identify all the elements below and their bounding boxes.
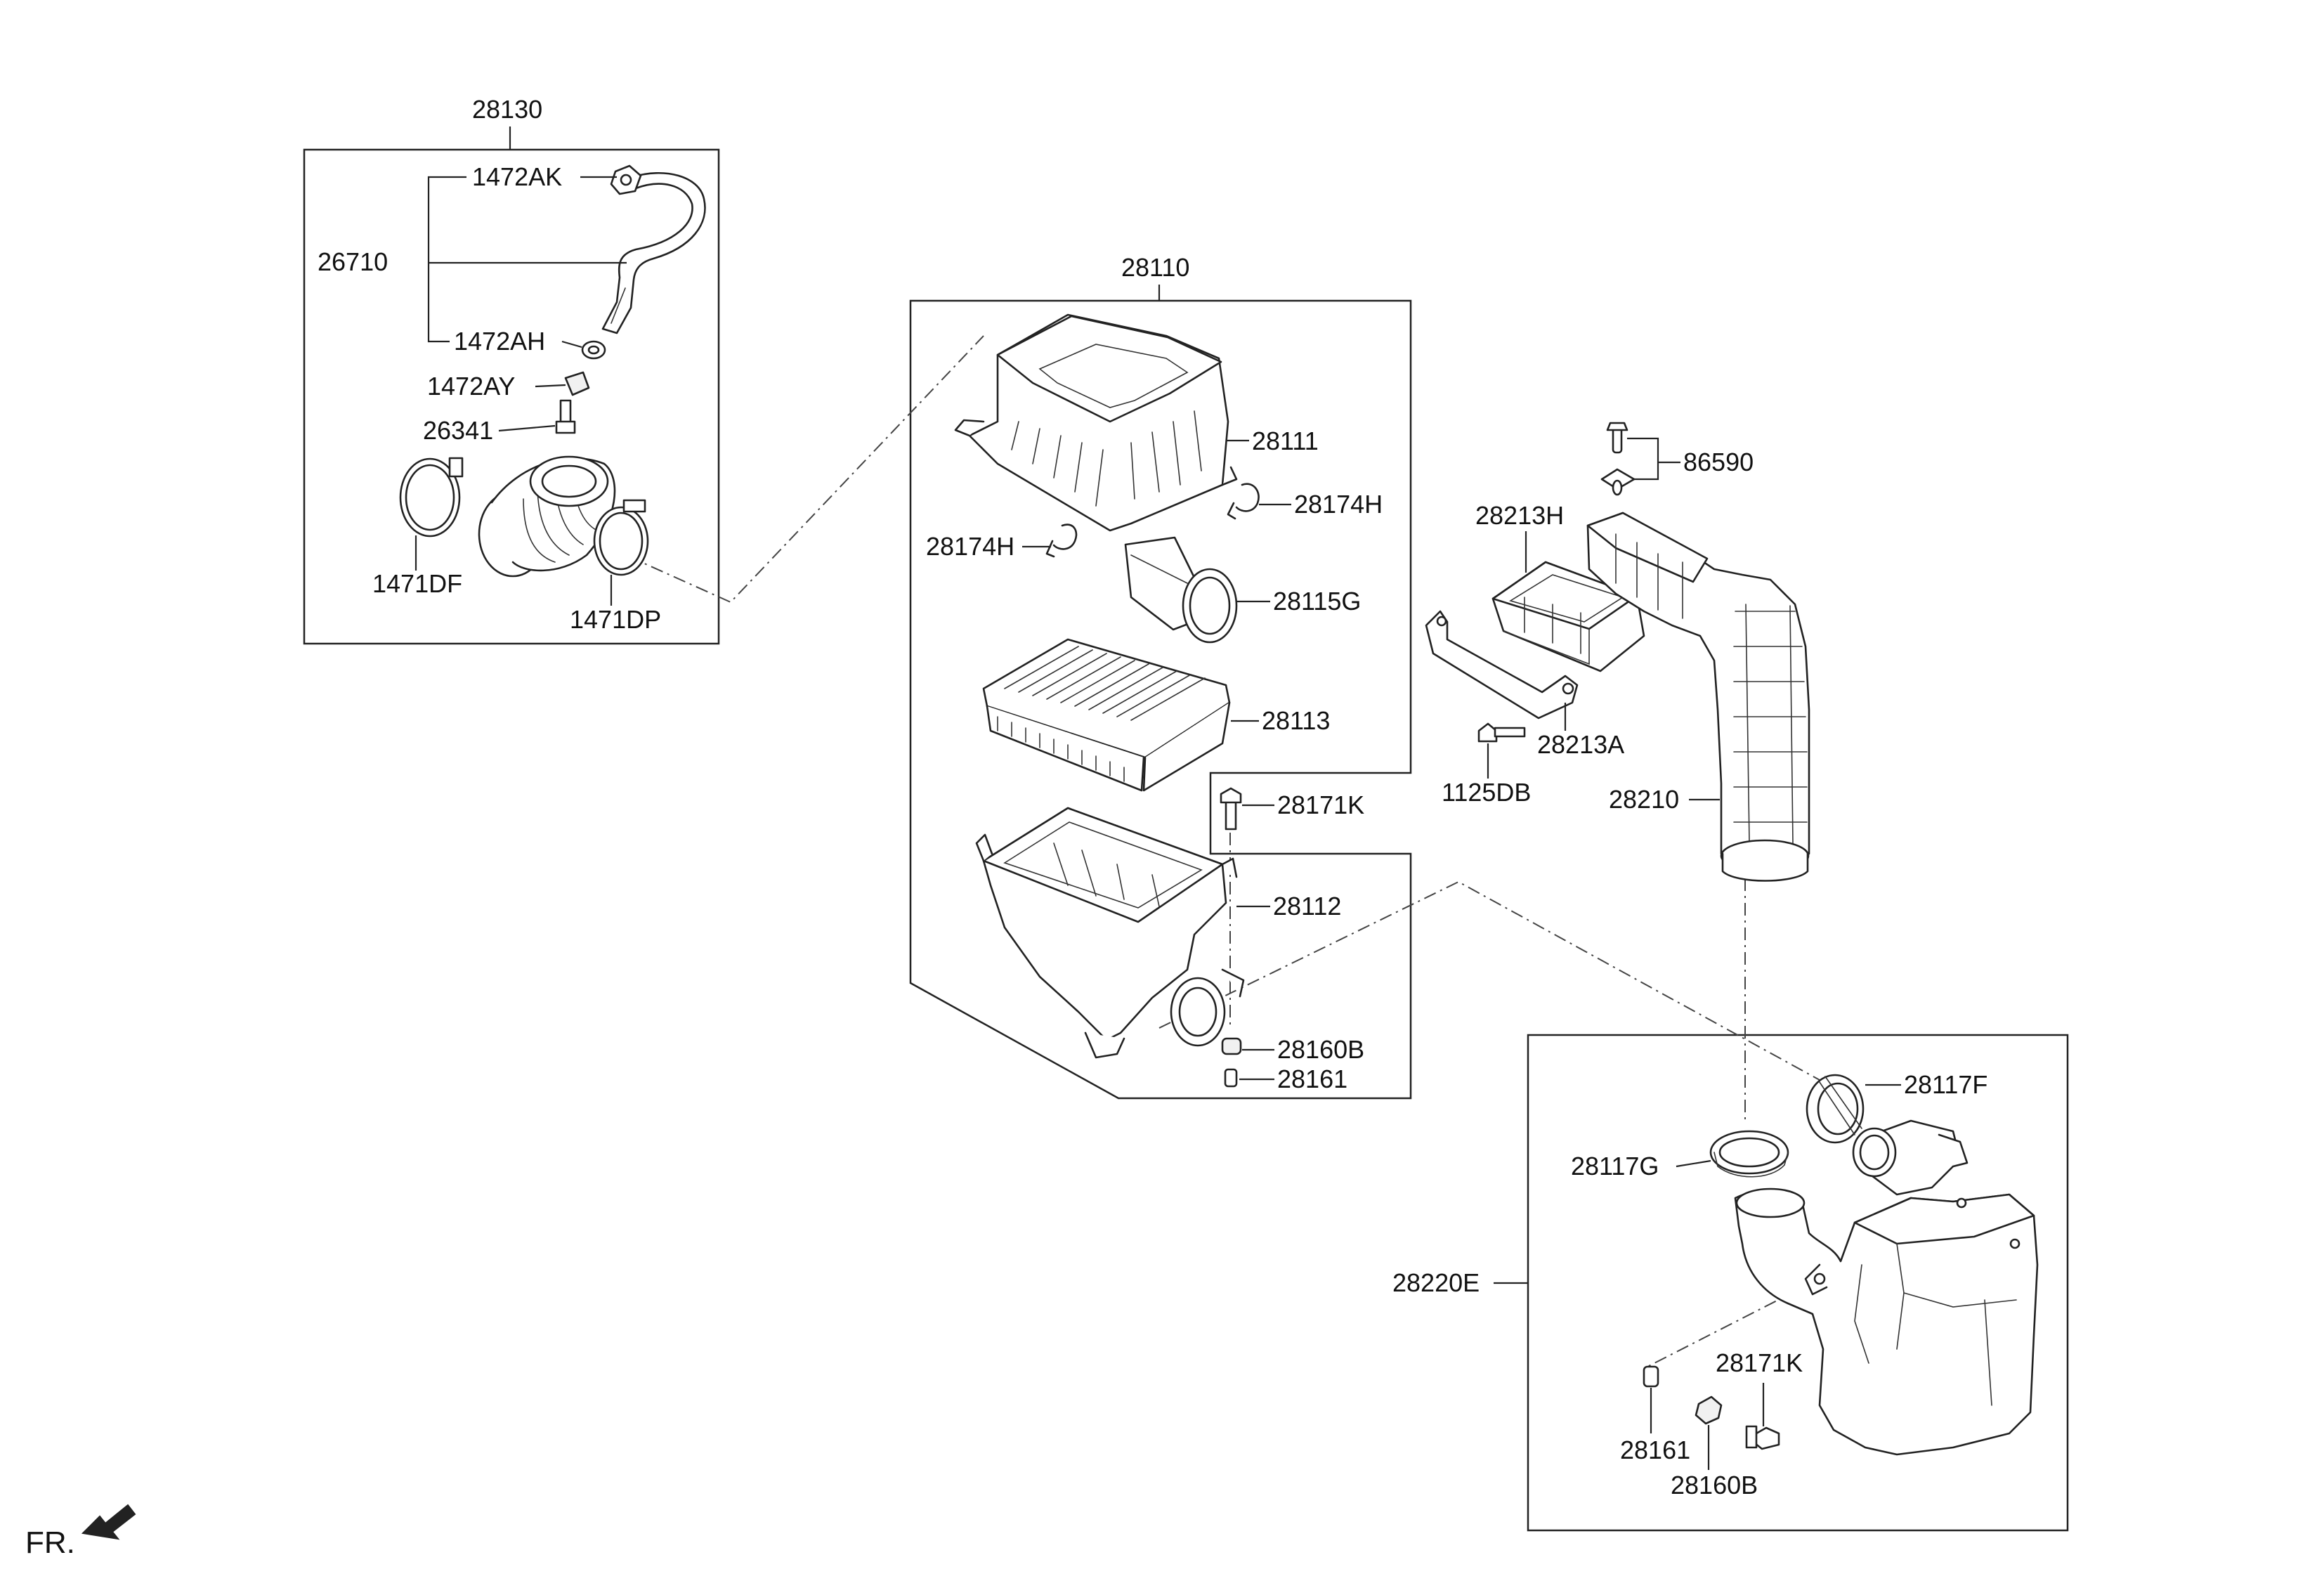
callout-28161-upper: 28161: [1239, 1065, 1347, 1093]
hose-clip-1472ah: [581, 340, 606, 360]
callout-28115g: 28115G: [1236, 587, 1361, 616]
callout-28210: 28210: [1609, 785, 1720, 814]
svg-text:FR.: FR.: [25, 1525, 75, 1560]
svg-text:26341: 26341: [423, 416, 493, 445]
callout-28161-lower: 28161: [1620, 1388, 1690, 1464]
svg-text:1471DP: 1471DP: [570, 605, 661, 634]
seal-ring-28117g: [1709, 1130, 1789, 1178]
seal-ring-28117f: [1806, 1074, 1865, 1144]
callout-28160b-upper: 28160B: [1242, 1035, 1364, 1064]
svg-text:28171K: 28171K: [1716, 1348, 1803, 1377]
bolt-1125db: [1477, 722, 1526, 743]
svg-text:26710: 26710: [318, 247, 388, 276]
hose-clamp-1471dp: [593, 499, 649, 576]
svg-text:28213A: 28213A: [1537, 730, 1624, 759]
air-cleaner-body-28112: [975, 807, 1245, 1059]
callout-28174h-left: 28174H: [926, 532, 1051, 561]
group-box-28130: [303, 148, 720, 645]
grommet-1472ay: [564, 371, 590, 396]
callout-86590: 86590: [1627, 437, 1754, 481]
intake-hose: [478, 455, 616, 578]
svg-text:28111: 28111: [1252, 427, 1319, 455]
callout-28160b-lower: 28160B: [1671, 1425, 1758, 1499]
callout-26710: 26710: [318, 176, 627, 343]
grommet-28160b-lower: [1695, 1395, 1723, 1425]
svg-text:28113: 28113: [1262, 706, 1330, 735]
svg-text:1472AK: 1472AK: [472, 162, 562, 191]
clip-28174h-left: [1045, 523, 1078, 558]
callout-1472ak: 1472AK: [472, 162, 617, 191]
svg-text:28174H: 28174H: [926, 532, 1014, 561]
assembly-lines: [628, 335, 1834, 1367]
callout-28213a: 28213A: [1537, 703, 1624, 759]
svg-text:1472AY: 1472AY: [427, 372, 515, 401]
callout-28113: 28113: [1231, 706, 1330, 735]
bolt-28171k-upper: [1220, 787, 1242, 831]
duct-28213h: [1491, 561, 1645, 672]
svg-text:28117G: 28117G: [1571, 1152, 1659, 1180]
svg-text:28161: 28161: [1620, 1436, 1690, 1464]
pin-28161-upper: [1224, 1068, 1238, 1088]
bracket-28213a: [1425, 610, 1579, 720]
svg-text:28220E: 28220E: [1392, 1268, 1480, 1297]
pin-28161-lower: [1643, 1365, 1659, 1388]
svg-text:28174H: 28174H: [1294, 490, 1383, 519]
svg-text:28117F: 28117F: [1904, 1070, 1987, 1099]
svg-text:28213H: 28213H: [1475, 501, 1564, 530]
callout-26341: 26341: [423, 416, 556, 445]
front-direction-indicator: FR.: [25, 1504, 136, 1560]
svg-text:86590: 86590: [1683, 448, 1754, 476]
group-box-28110: [909, 299, 1412, 1100]
callout-28117g: 28117G: [1571, 1152, 1711, 1180]
svg-text:1472AH: 1472AH: [454, 327, 545, 356]
duct-28115g: [1124, 536, 1238, 644]
air-cleaner-cover-28111: [954, 313, 1238, 532]
resonator-28220e: [1734, 1119, 2039, 1456]
svg-text:28160B: 28160B: [1277, 1035, 1364, 1064]
svg-text:28130: 28130: [472, 95, 542, 124]
callout-1125db: 1125DB: [1442, 743, 1531, 807]
bolt-28171k-lower: [1745, 1425, 1780, 1450]
air-filter-28113: [982, 638, 1231, 792]
grommet-28160b-upper: [1221, 1037, 1242, 1055]
front-direction-arrow-icon: [81, 1504, 136, 1540]
svg-text:28110: 28110: [1121, 253, 1189, 282]
svg-text:28112: 28112: [1273, 892, 1341, 920]
svg-text:1471DF: 1471DF: [372, 569, 462, 598]
callout-28171k-lower: 28171K: [1716, 1348, 1803, 1426]
breather-hose-26710: [601, 171, 706, 334]
group-label-28110: 28110: [1121, 253, 1189, 301]
callout-28171k-upper: 28171K: [1242, 790, 1364, 819]
clip-86590: [1600, 422, 1636, 496]
callout-1472ah: 1472AH: [454, 327, 582, 356]
svg-text:28161: 28161: [1277, 1065, 1347, 1093]
callout-28174h-right: 28174H: [1259, 490, 1383, 519]
callout-28213h: 28213H: [1475, 501, 1564, 573]
svg-text:1125DB: 1125DB: [1442, 778, 1531, 807]
svg-text:28171K: 28171K: [1277, 790, 1364, 819]
callout-28220e: 28220E: [1392, 1268, 1528, 1297]
callout-1471df: 1471DF: [372, 535, 462, 598]
callout-28111: 28111: [1226, 427, 1319, 455]
hose-clip-1472ak: [610, 164, 642, 195]
intake-duct-28210: [1586, 512, 1810, 882]
hose-clamp-1471df: [399, 457, 464, 538]
callout-1471dp: 1471DP: [570, 575, 661, 634]
nipple-26341: [555, 399, 576, 434]
callout-28117f: 28117F: [1865, 1070, 1987, 1099]
callout-28112: 28112: [1236, 892, 1341, 920]
svg-text:28115G: 28115G: [1273, 587, 1361, 616]
svg-text:28210: 28210: [1609, 785, 1679, 814]
svg-text:28160B: 28160B: [1671, 1471, 1758, 1499]
clip-28174h-right: [1227, 483, 1260, 520]
group-label-28130: 28130: [472, 95, 542, 150]
callout-1472ay: 1472AY: [427, 372, 566, 401]
